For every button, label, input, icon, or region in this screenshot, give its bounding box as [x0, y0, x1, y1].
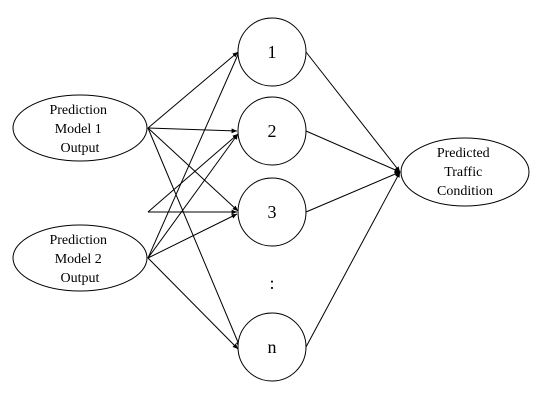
input-2-line-3: Output: [61, 271, 100, 286]
output-line-2: Traffic: [444, 165, 482, 180]
input-1-line-3: Output: [61, 141, 100, 156]
edge-in1-hn: [147, 127, 241, 348]
output-line-3: Condition: [437, 184, 493, 199]
svg-text:Predicted Traffic: Predicted Traffic Condition: [437, 146, 493, 199]
input-2-line-2: Model 2: [55, 252, 102, 267]
hidden-node-1: 1: [237, 17, 307, 87]
svg-text:Prediction Model 2: Prediction Model 2 Output: [49, 233, 110, 286]
connections: [147, 49, 401, 350]
edge-in2-hn: [147, 257, 239, 350]
edge-in1-h3-b: [147, 133, 239, 213]
edge-h1-out: [305, 51, 401, 173]
input-1-line-2: Model 1: [55, 122, 102, 137]
hidden-node-2: 2: [237, 96, 307, 166]
edge-in1-h1: [147, 51, 239, 129]
edge-in2-h3: [147, 213, 238, 259]
edge-in1-h2: [147, 127, 238, 134]
ellipsis-label: :: [269, 273, 274, 293]
hidden-node-n-label: n: [268, 337, 277, 357]
output-node: Predicted Traffic Condition: [400, 137, 530, 207]
hidden-node-3-label: 3: [268, 202, 277, 222]
svg-text:Prediction Model 1: Prediction Model 1 Output: [49, 103, 110, 156]
output-line-1: Predicted: [437, 146, 490, 161]
hidden-node-3: 3: [237, 177, 307, 247]
edge-h3-out: [305, 171, 401, 213]
edge-in2-h2: [147, 133, 239, 259]
input-2-line-1: Prediction: [49, 233, 107, 248]
input-node-2: Prediction Model 2 Output: [12, 224, 148, 292]
edge-in1-h3: [147, 127, 239, 212]
input-1-line-1: Prediction: [49, 103, 107, 118]
hidden-node-1-label: 1: [268, 42, 277, 62]
edge-hn-out: [305, 171, 401, 348]
hidden-node-n: n: [237, 312, 307, 382]
hidden-node-2-label: 2: [268, 121, 277, 141]
edge-h2-out: [305, 130, 401, 173]
edge-in2-h1: [147, 49, 241, 259]
input-node-1: Prediction Model 1 Output: [12, 94, 148, 162]
